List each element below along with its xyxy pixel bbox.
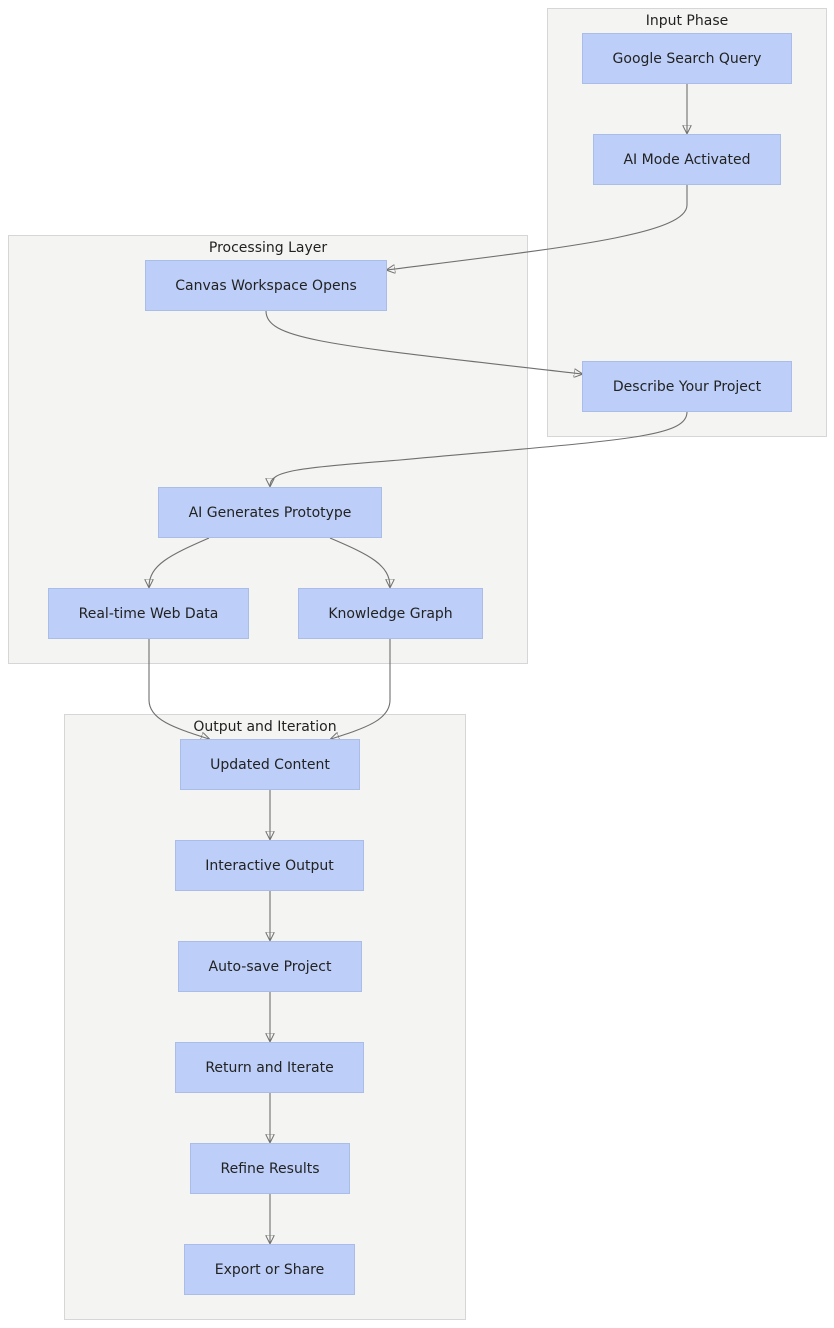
node-knowledge-graph: Knowledge Graph bbox=[298, 588, 483, 639]
cluster-title-output-and-iteration: Output and Iteration bbox=[193, 719, 337, 735]
node-refine-results: Refine Results bbox=[190, 1143, 350, 1194]
node-return-and-iterate: Return and Iterate bbox=[175, 1042, 364, 1093]
node-interactive-output: Interactive Output bbox=[175, 840, 364, 891]
node-describe-your-project: Describe Your Project bbox=[582, 361, 792, 412]
cluster-title-input-phase: Input Phase bbox=[645, 13, 729, 29]
node-updated-content: Updated Content bbox=[180, 739, 360, 790]
cluster-output-and-iteration: Output and Iteration bbox=[64, 714, 466, 1320]
node-canvas-workspace-opens: Canvas Workspace Opens bbox=[145, 260, 387, 311]
node-export-or-share: Export or Share bbox=[184, 1244, 355, 1295]
node-ai-mode-activated: AI Mode Activated bbox=[593, 134, 781, 185]
node-realtime-web-data: Real-time Web Data bbox=[48, 588, 249, 639]
node-autosave-project: Auto-save Project bbox=[178, 941, 362, 992]
cluster-title-processing-layer: Processing Layer bbox=[208, 240, 328, 256]
node-ai-generates-prototype: AI Generates Prototype bbox=[158, 487, 382, 538]
node-google-search-query: Google Search Query bbox=[582, 33, 792, 84]
